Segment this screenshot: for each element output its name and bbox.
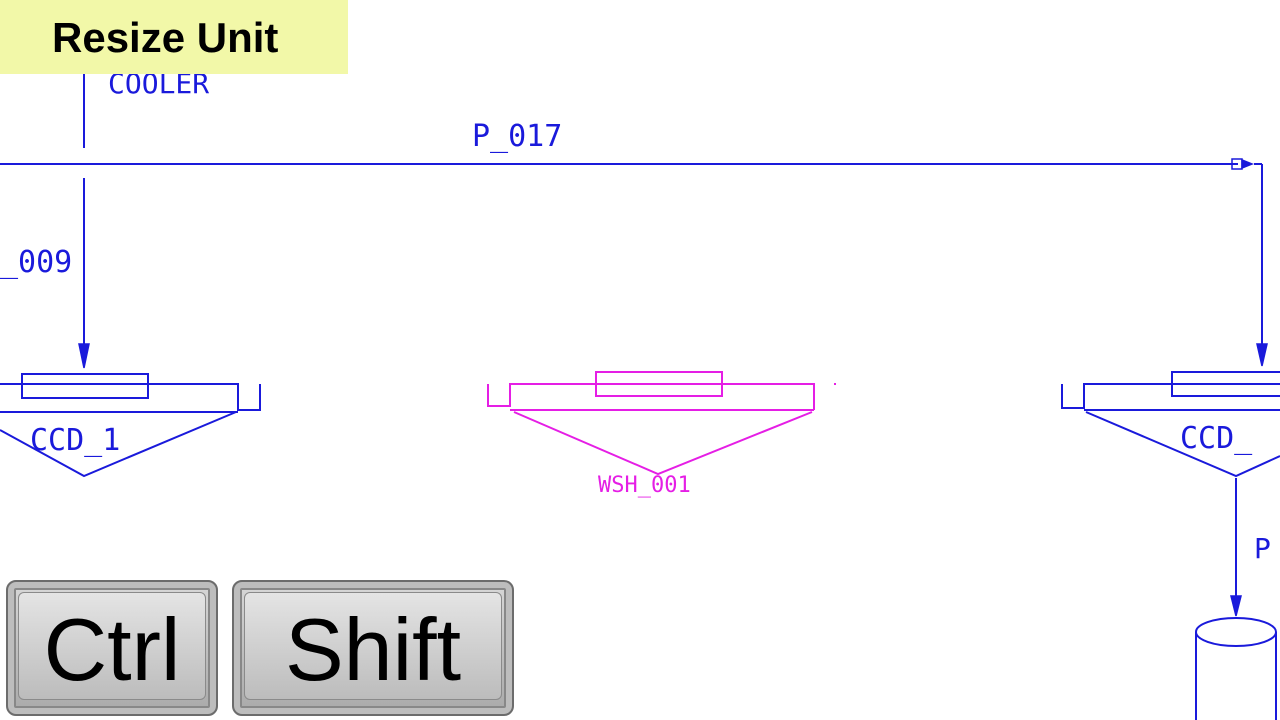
- shift-key-face: [244, 592, 502, 700]
- ctrl-key-indicator: Ctrl: [6, 580, 218, 716]
- arrow-down-icon: [1256, 343, 1268, 367]
- title-banner: Resize Unit: [0, 0, 348, 74]
- ctrl-key-label: Ctrl: [43, 600, 181, 699]
- arrow-down-icon: [1230, 595, 1242, 617]
- label-009: _009: [0, 245, 72, 280]
- unit-tank[interactable]: [1195, 617, 1277, 720]
- label-p017: P_017: [472, 119, 562, 154]
- label-ccd-1: CCD_1: [30, 423, 120, 458]
- label-p-right: P: [1254, 532, 1271, 565]
- shift-key-indicator: Shift: [232, 580, 514, 716]
- unit-ccd-1[interactable]: [0, 373, 261, 478]
- label-ccd-right: CCD_: [1180, 421, 1253, 456]
- arrow-heads: [78, 158, 1268, 617]
- shift-key-label: Shift: [284, 600, 462, 699]
- ctrl-key-face: [18, 592, 206, 700]
- label-wsh-001: WSH_001: [598, 473, 691, 498]
- arrow-right-icon: [1241, 158, 1255, 170]
- unit-wsh-001-selected[interactable]: [487, 371, 836, 476]
- arrow-down-icon: [78, 343, 90, 369]
- unit-ccd-right[interactable]: [1061, 371, 1280, 478]
- title-text: Resize Unit: [52, 14, 279, 61]
- stream-lines: [0, 70, 1263, 600]
